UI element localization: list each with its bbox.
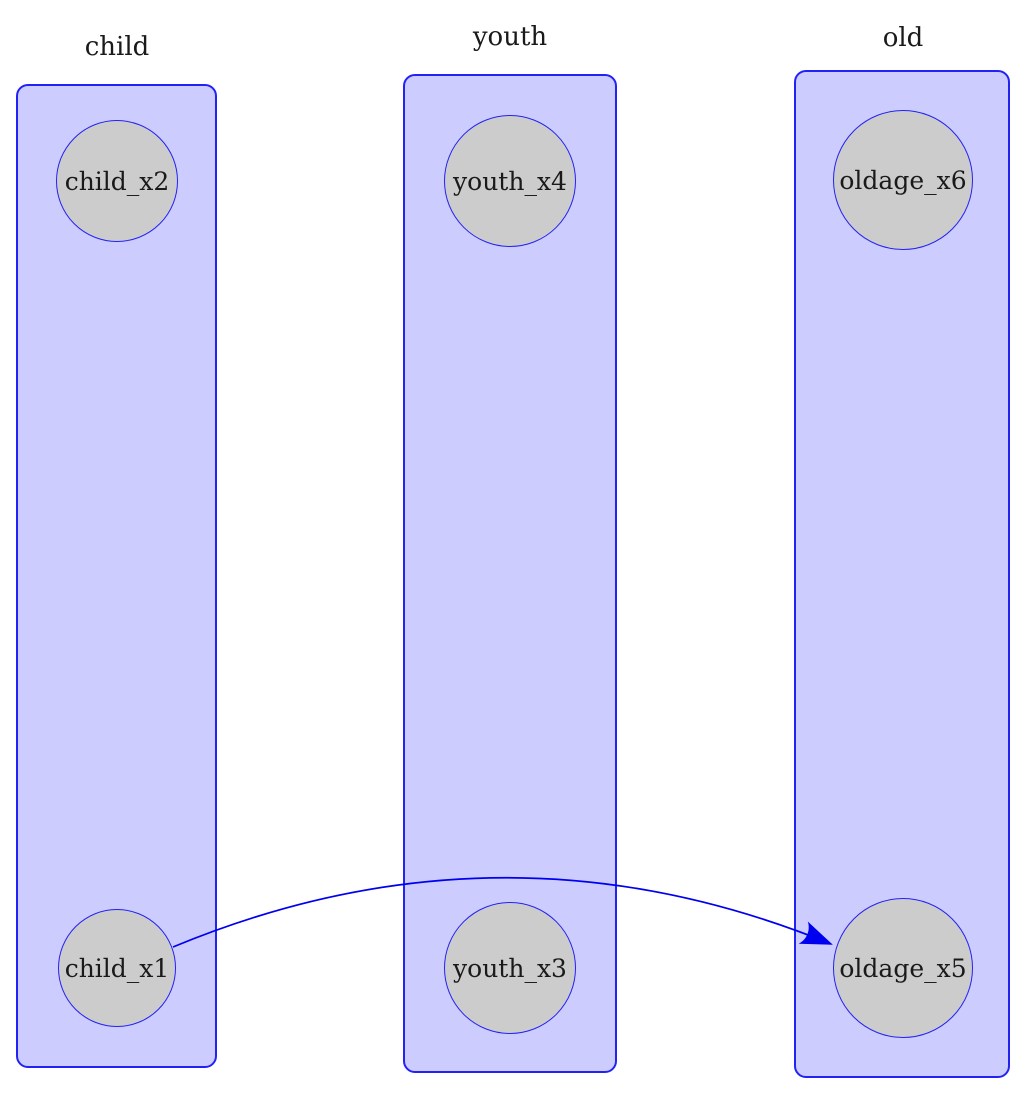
node-youth_x4: youth_x4 [444,115,576,247]
node-oldage_x5: oldage_x5 [833,898,973,1038]
node-child_x2: child_x2 [56,120,178,242]
node-label: youth_x3 [453,953,567,983]
node-child_x1: child_x1 [58,909,176,1027]
node-youth_x3: youth_x3 [444,902,576,1034]
node-oldage_x6: oldage_x6 [833,110,973,250]
node-label: oldage_x5 [839,953,967,983]
node-label: oldage_x6 [839,165,967,195]
node-label: youth_x4 [453,166,567,196]
group-label-old: old [882,23,924,53]
node-label: child_x1 [64,953,170,983]
node-label: child_x2 [64,166,170,196]
group-label-child: child [84,32,150,62]
group-label-youth: youth [472,22,548,52]
